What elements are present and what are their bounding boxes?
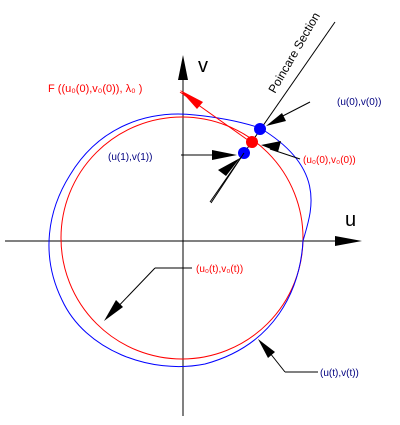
v-axis-label: v: [198, 55, 208, 77]
leader-ref-orbit-arrowhead: [104, 300, 123, 321]
perturbed-orbit: [48, 113, 312, 368]
label-u0-v0: (u(0),v(0)): [337, 97, 381, 108]
flow-field-label: F ((u₀(0),v₀(0)), λ₀ ): [48, 83, 142, 95]
section-tail-arrowhead: [218, 158, 240, 176]
label-u1-v1: (u(1),v(1)): [108, 152, 152, 163]
poincare-section-line: [209, 21, 336, 203]
leader-u1-v1-arrowhead: [212, 150, 237, 160]
leader-u0-v0-arrowhead: [266, 113, 286, 126]
u-axis-arrowhead: [335, 236, 362, 246]
section-tail: [210, 152, 245, 204]
flow-vector-arrowhead: [180, 90, 203, 109]
leader-perturbed-orbit-arrowhead: [258, 339, 275, 358]
u-axis-label: u: [345, 209, 356, 231]
label-ref-orbit: (u₀(t),v₀(t)): [196, 264, 243, 275]
leader-fixed-point-arrowhead: [261, 141, 281, 152]
fixed-point-u0-v0: [246, 136, 258, 148]
reference-orbit: [60, 116, 304, 360]
label-perturbed-orbit: (u(t),v(t)): [320, 368, 359, 379]
label-fixed-point: (u₀(0),v₀(0)): [303, 155, 356, 166]
poincare-section-label: Poincare Section: [265, 10, 322, 96]
v-axis-arrowhead: [178, 55, 188, 80]
point-u0-v0: [254, 123, 266, 135]
